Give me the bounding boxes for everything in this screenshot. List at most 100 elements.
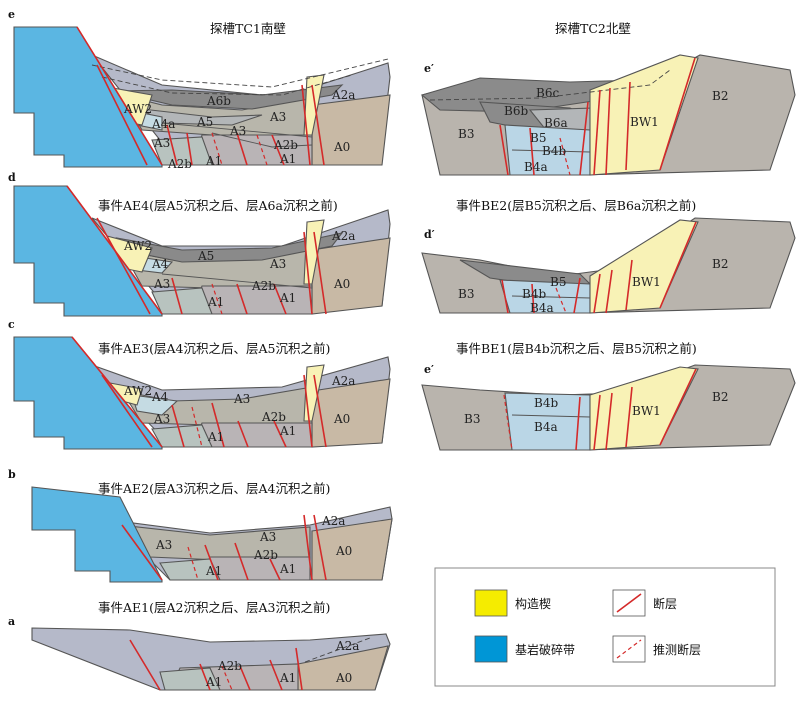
fault-line [573,277,581,314]
unit-label: A6b [206,94,231,108]
unit-label: A1 [207,430,224,444]
panel-letter: b [8,468,16,481]
unit-label: A3 [269,110,286,124]
unit-label: A0 [335,544,352,558]
fault-line [605,87,611,176]
unit-label: A2b [217,659,242,673]
fault-line [96,64,148,166]
unit-label: A2b [273,138,298,152]
fault-line [303,231,313,315]
unit-label: B5 [550,275,566,289]
legend-frame [434,567,776,687]
panel-caption: 事件AE3(层A4沉积之后、层A5沉积之前) [98,341,330,356]
fault-line [531,283,535,314]
tc1-panel-c: c 事件AE3(层A4沉积之后、层A5沉积之前) AW2 A4 A3 A3 A2… [8,318,391,450]
tc2-panel-e-prime-2: 事件BE1(层B4b沉积之后、层B5沉积之前) e′ B3 B4b B4a BW… [421,341,796,451]
fault-line [96,217,151,315]
panel-caption: 事件AE4(层A5沉积之后、层A6a沉积之前) [98,198,338,213]
unit-label: A0 [335,671,352,685]
unit-label: A2a [321,514,345,528]
unit-label: BW1 [632,404,661,418]
fault-line [311,84,325,166]
unit-label: A1 [205,675,222,689]
panel-letter: c [8,318,15,331]
inferred-fault-line [503,394,513,451]
unit-label: B4b [534,396,558,410]
tc2-panel-d-prime: 事件BE2(层B5沉积之后、层B6a沉积之前) d′ B3 B5 B4b B4a… [421,198,796,315]
legend-swatch-wedge [474,589,508,617]
fault-line [199,663,211,691]
unit-label: A0 [333,412,350,426]
inferred-fault-line [211,283,223,315]
panel-letter: d′ [424,228,435,241]
unit-label: A0 [333,277,350,291]
fault-line [579,101,589,176]
legend-swatch-bedrock [474,635,508,663]
unit-label: AW2 [123,239,152,253]
unit-label: B2 [712,390,728,404]
unit-label: A5 [196,115,213,129]
fault-line [237,420,249,448]
unit-label: A5 [197,249,214,263]
unit-label: A2a [335,639,359,653]
fault-line [236,132,248,166]
fault-line [204,544,219,581]
contact [511,149,591,153]
unit-label: A2b [253,548,278,562]
dashed-contact [429,69,671,101]
fault-line [234,542,249,581]
unit-label: B4b [522,287,546,301]
unit-label: AW2 [123,384,152,398]
unit-label: A4 [151,390,169,404]
fault-line [295,647,303,691]
unit-label: A3 [153,412,170,426]
legend-label-inferred-fault: 推测断层 [653,642,701,657]
fault-line [303,374,313,448]
unit-label: B4b [542,144,566,158]
dashed-contact [304,637,371,663]
layer-A1 [151,424,213,448]
fault-line [211,402,225,448]
fault-line [501,279,509,314]
unit-label: B6a [544,116,568,130]
unit-label: B2 [712,89,728,103]
tc1-title: 探槽TC1南壁 [210,21,286,36]
panel-caption: 事件BE2(层B5沉积之后、层B6a沉积之前) [456,198,696,213]
unit-label: BW1 [630,115,659,129]
unit-label: A1 [279,424,296,438]
unit-label: A2b [251,279,276,293]
fault-line [269,659,283,691]
fault-line [605,269,613,314]
unit-label: B2 [712,257,728,271]
unit-label: A3 [229,124,246,138]
tc2-panel-e-prime: e′ B6c B6b B6a B3 B5 B4b B4a BW1 B2 [420,54,796,176]
inferred-fault-line [559,137,571,176]
tc2-title: 探槽TC2北壁 [555,21,631,36]
panel-letter: e′ [424,62,434,75]
fault-line [71,336,163,448]
unit-label: B6b [504,104,528,118]
panel-letter: e′ [424,363,434,376]
tc1-panel-b: b 事件AE2(层A3沉积之后、层A4沉积之前) A3 A3 A2a A2b A… [8,468,393,583]
unit-label: A0 [333,140,350,154]
panel-caption: 事件BE1(层B4b沉积之后、层B5沉积之前) [456,341,697,356]
unit-label: B5 [530,131,546,145]
panel-letter: a [8,615,15,628]
unit-label: A2a [331,88,355,102]
fault-line [236,283,248,315]
layer-A1 [159,558,221,581]
fault-line [529,127,535,176]
legend-label-wedge: 构造楔 [515,596,551,611]
fault-line [101,374,153,448]
legend-fault-symbol [616,593,642,613]
fault-line [625,259,633,311]
unit-label: B4a [524,160,548,174]
unit-label: A1 [279,562,296,576]
contact [161,122,313,138]
layer-A0 [311,518,393,581]
layer-A4 [131,394,179,416]
unit-label: A2b [167,157,192,171]
fault-line [273,420,287,448]
